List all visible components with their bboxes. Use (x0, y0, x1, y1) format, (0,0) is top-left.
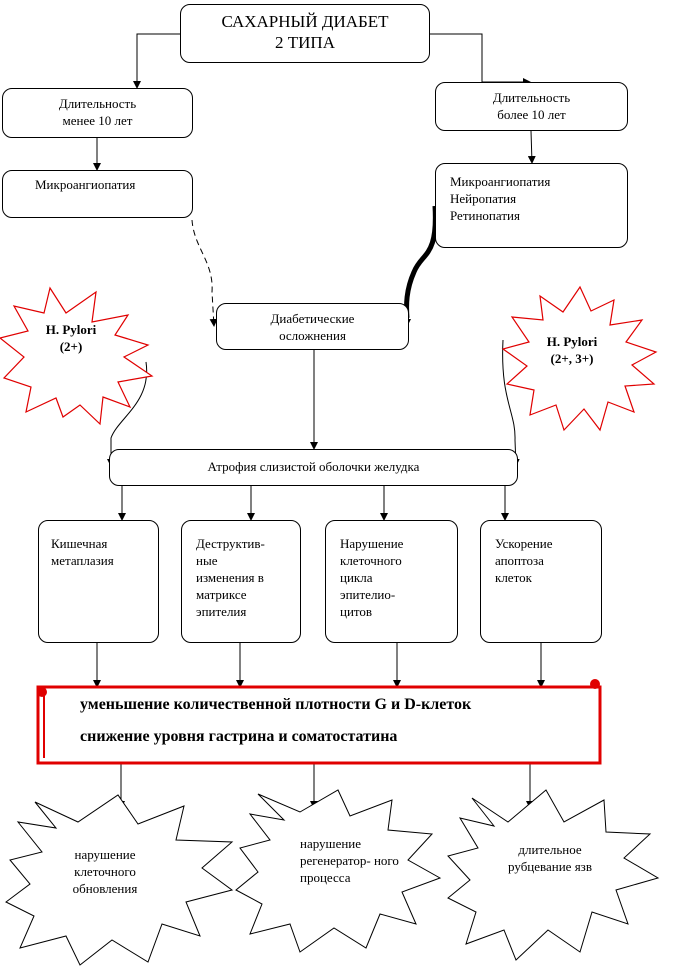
duration-short-box: Длительность менее 10 лет (2, 88, 193, 138)
complications-long-line-1: Микроангиопатия (450, 174, 551, 189)
duration-short-line-2: менее 10 лет (62, 112, 133, 128)
complications-long-box: Микроангиопатия Нейропатия Ретинопатия (435, 163, 628, 248)
atrophy-box: Атрофия слизистой оболочки желудка (109, 449, 518, 486)
duration-long-line-2: более 10 лет (497, 106, 566, 122)
connector-long-to-micro (527, 130, 536, 164)
effect-4-line-1: Ускорение (495, 536, 553, 551)
outcome-1-label: нарушение клеточного обновления (55, 847, 155, 898)
effect-2-line-4: матриксе (196, 586, 247, 602)
effect-box-2: Деструктив- ные изменения в матриксе эпи… (181, 520, 301, 643)
diabetic-complications-line-2: осложнения (279, 327, 346, 343)
complications-short-line-1: Микроангиопатия (35, 177, 136, 192)
outcome-3-star-shape (447, 789, 660, 961)
complications-short-box: Микроангиопатия (2, 170, 193, 218)
outcome-1-star-shape (5, 794, 234, 966)
atrophy-label: Атрофия слизистой оболочки желудка (207, 459, 420, 474)
outcome-3-label: длительное рубцевание язв (505, 842, 595, 876)
effect-2-line-1: Деструктив- (196, 536, 265, 551)
summary-banner-curl-right (590, 679, 600, 689)
effect-3-line-3: цикла (340, 569, 373, 585)
summary-banner-frame (36, 685, 602, 765)
connector-micro-dashed (191, 219, 218, 327)
effect-3-line-5: цитов (340, 603, 373, 619)
connector-title-to-long (430, 33, 531, 86)
title-box: САХАРНЫЙ ДИАБЕТ 2 ТИПА (180, 4, 430, 63)
effect-2-line-3: изменения в (196, 569, 264, 585)
hp-left-line-1: H. (45, 322, 60, 337)
effect-box-4: Ускорение апоптоза клеток (480, 520, 602, 643)
effect-2-line-5: эпителия (196, 603, 247, 619)
effect-4-line-2: апоптоза (495, 552, 544, 568)
hp-right-label: H. Pylori (2+, 3+) (535, 334, 609, 368)
hp-left-star-shape (0, 286, 154, 426)
effect-box-3: Нарушение клеточного цикла эпителио- цит… (325, 520, 458, 643)
summary-banner-curl-left (37, 687, 47, 697)
duration-long-box: Длительность более 10 лет (435, 82, 628, 131)
outcome-1-line-2: клеточного (74, 863, 136, 879)
title-line-1: САХАРНЫЙ ДИАБЕТ (221, 12, 389, 31)
connector-hp-right (502, 339, 520, 467)
outcome-3-line-1: длительное (518, 842, 582, 857)
effect-1-line-2: метаплазия (51, 552, 114, 568)
diabetic-complications-box: Диабетические осложнения (216, 303, 409, 350)
effect-1-line-1: Кишечная (51, 536, 108, 551)
effect-4-line-3: клеток (495, 569, 532, 585)
effect-3-line-2: клеточного (340, 552, 402, 568)
complications-long-line-2: Нейропатия (450, 190, 517, 206)
hp-right-line-3: (2+, 3+) (550, 350, 594, 366)
hp-right-line-1: H. (546, 334, 561, 349)
title-line-2: 2 ТИПА (275, 33, 335, 53)
summary-line-1: уменьшение количественной плотности G и … (80, 696, 472, 713)
outcome-1-line-1: нарушение (74, 847, 136, 862)
effect-3-line-4: эпителио- (340, 586, 396, 602)
outcome-2-line-1: нарушение (300, 836, 362, 851)
hp-left-line-2: Pylori (62, 322, 97, 337)
connector-long-bold (404, 205, 438, 319)
summary-line-2: снижение уровня гастрина и соматостатина (80, 728, 398, 745)
outcome-2-line-2: регенератор- (300, 852, 371, 868)
outcome-2-star-shape (235, 789, 442, 953)
hp-right-line-2: Pylori (563, 334, 598, 349)
hp-left-label: H. Pylori (2+) (36, 322, 106, 356)
duration-long-line-1: Длительность (492, 90, 571, 105)
diabetic-complications-line-1: Диабетические (270, 311, 355, 326)
outcome-2-line-4: процесса (300, 869, 351, 885)
outcome-3-line-3: язв (574, 858, 592, 874)
duration-short-line-1: Длительность (58, 96, 137, 111)
connector-title-to-short (133, 33, 180, 89)
effect-3-line-1: Нарушение (340, 536, 404, 551)
hp-right-star-shape (501, 285, 658, 432)
outcome-2-label: нарушение регенератор- ного процесса (300, 836, 400, 887)
effect-box-1: Кишечная метаплазия (38, 520, 159, 643)
effect-2-line-2: ные (196, 552, 218, 568)
outcome-2-line-3: ного (373, 852, 399, 868)
complications-long-line-3: Ретинопатия (450, 207, 520, 223)
outcome-3-line-2: рубцевание (508, 858, 572, 874)
hp-left-line-3: (2+) (59, 338, 83, 354)
outcome-1-line-3: обновления (72, 880, 138, 896)
